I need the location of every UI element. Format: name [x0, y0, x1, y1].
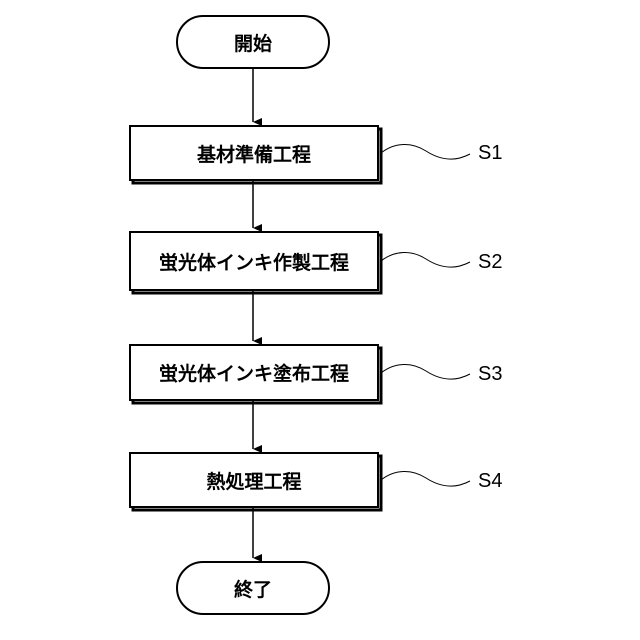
- step-label-s3: 蛍光体インキ塗布工程: [130, 345, 378, 400]
- end-label: 終了: [177, 562, 329, 614]
- step-id-s2: S2: [478, 252, 502, 272]
- step-id-s1: S1: [478, 143, 502, 163]
- step-id-s3: S3: [478, 364, 502, 384]
- step-label-s4: 熱処理工程: [130, 453, 378, 507]
- step-label-s1: 基材準備工程: [130, 126, 378, 180]
- leader-line-s3: [381, 364, 470, 379]
- start-label: 開始: [177, 16, 329, 68]
- step-label-s2: 蛍光体インキ作製工程: [130, 232, 378, 290]
- leader-line-s1: [381, 144, 470, 159]
- step-id-s4: S4: [478, 471, 502, 491]
- leader-line-s4: [381, 471, 470, 486]
- leader-line-s2: [381, 252, 470, 267]
